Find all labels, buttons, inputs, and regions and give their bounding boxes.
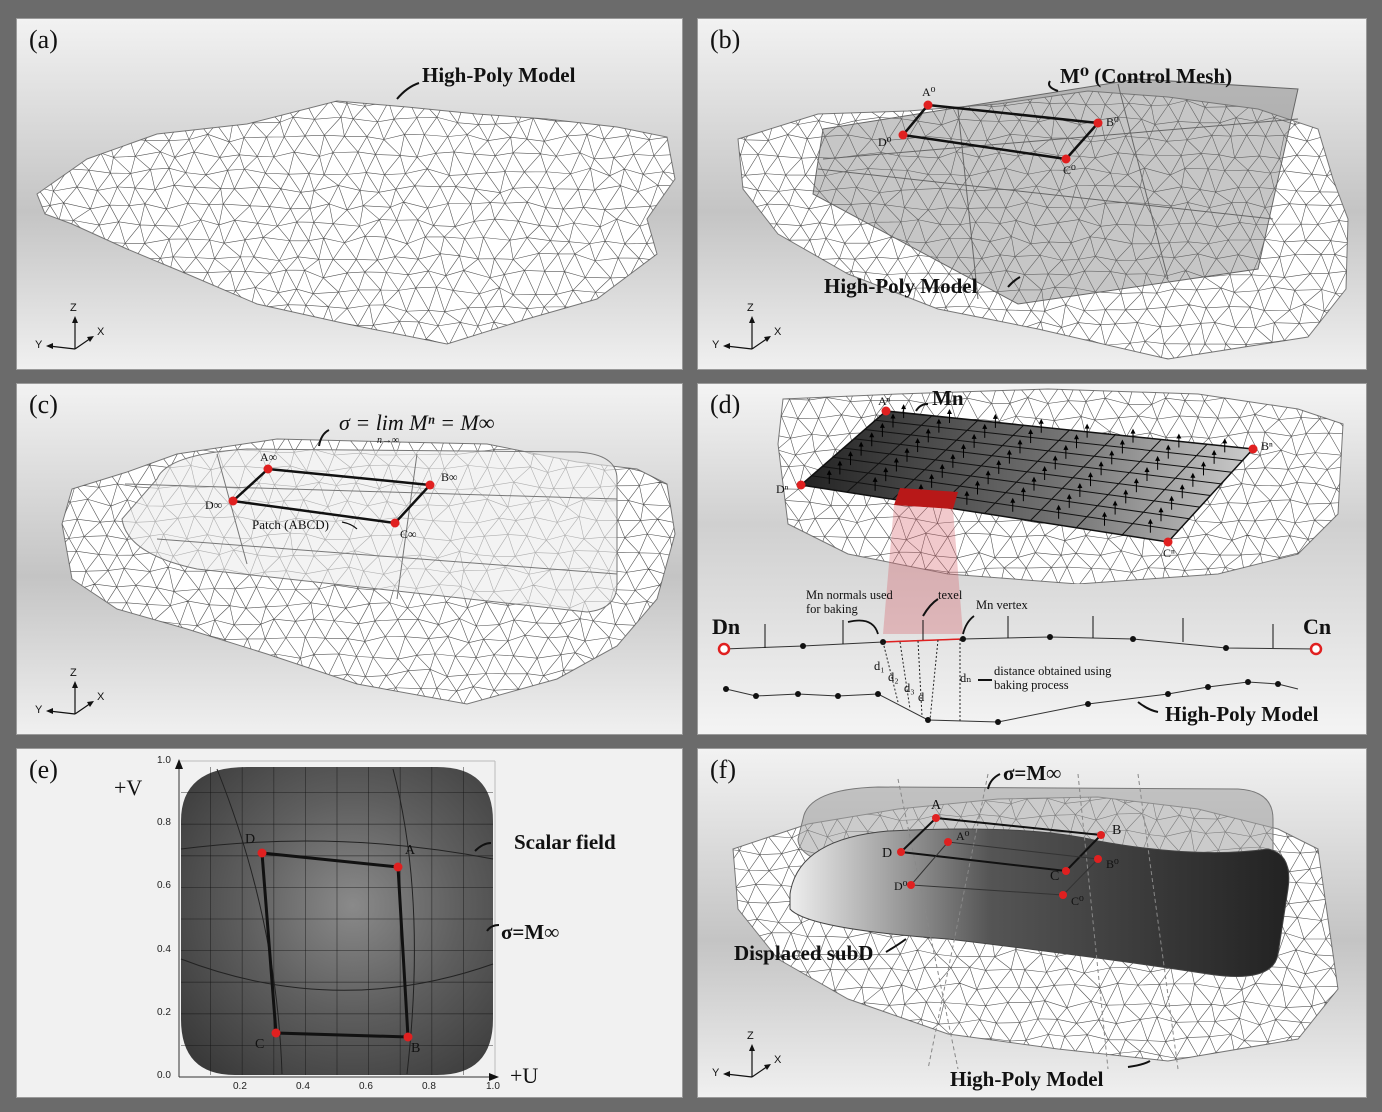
axis-z-label: Z — [747, 302, 754, 314]
uv-plot — [17, 749, 682, 1097]
vertex-c0: C⁰ — [1071, 894, 1084, 909]
vertex-a0: A⁰ — [922, 85, 935, 100]
panel-label: (d) — [710, 390, 740, 420]
axis-x-label: X — [97, 691, 104, 703]
x-tick-0-8: 0.8 — [422, 1081, 436, 1092]
vertex-b0: B⁰ — [1106, 115, 1119, 130]
axis-y-label: Y — [35, 339, 42, 351]
y-tick-0-6: 0.6 — [157, 880, 171, 891]
axis-gizmo: Z Y X — [712, 1032, 812, 1082]
panel-label: (b) — [710, 25, 740, 55]
sigma-label: σ=M∞ — [501, 920, 559, 945]
y-tick-1-0: 1.0 — [157, 755, 171, 766]
patch-label: Patch (ABCD) — [252, 518, 329, 532]
vertex-c-inf: C∞ — [400, 527, 417, 542]
texel-label: texel — [938, 588, 962, 602]
vertex-a: A — [405, 843, 415, 859]
high-poly-label: High-Poly Model — [824, 274, 977, 299]
vertex-c: C — [1050, 869, 1059, 885]
panel-d: Aⁿ Bⁿ Cⁿ Dⁿ (d) Mn Dn Cn Mn normals used… — [697, 383, 1367, 735]
high-poly-label: High-Poly Model — [1165, 702, 1318, 727]
vertex-d: D — [882, 846, 892, 862]
axis-x-label: X — [97, 326, 104, 338]
panel-e: (e) +V +U Scalar field σ=M∞ A B C D 1.0 … — [16, 748, 683, 1098]
panel-c: A∞ B∞ C∞ D∞ Patch (ABCD) (c) σ = lim Mⁿ … — [16, 383, 683, 735]
panel-label: (f) — [710, 755, 736, 785]
vertex-a0: A⁰ — [956, 829, 969, 844]
high-poly-label: High-Poly Model — [422, 63, 575, 88]
limit-subscript: n→∞ — [377, 434, 399, 448]
vertex-cn: Cⁿ — [1163, 546, 1175, 561]
y-tick-0-4: 0.4 — [157, 944, 171, 955]
vertex-a-inf: A∞ — [260, 450, 277, 465]
control-mesh-label: M⁰ (Control Mesh) — [1060, 63, 1232, 89]
axis-gizmo: Z Y X — [712, 304, 812, 354]
vertex-d: D — [245, 832, 255, 848]
displaced-subd-label: Displaced subD — [734, 941, 873, 966]
axis-x-label: X — [774, 1054, 781, 1066]
vertex-b: B — [411, 1041, 420, 1057]
mn-label: Mn — [932, 386, 964, 411]
v-axis-label: +V — [114, 775, 142, 801]
axis-x-label: X — [774, 326, 781, 338]
axis-y-label: Y — [712, 339, 719, 351]
panel-label: (e) — [29, 755, 58, 785]
vertex-bn: Bⁿ — [1261, 439, 1273, 454]
x-tick-0-2: 0.2 — [233, 1081, 247, 1092]
panel-b: A⁰ B⁰ C⁰ D⁰ (b) M⁰ (Control Mesh) High-P… — [697, 18, 1367, 370]
axis-z-label: Z — [70, 302, 77, 314]
limit-formula: σ = lim Mⁿ = M∞ — [339, 410, 494, 436]
cn-label: Cn — [1303, 614, 1331, 640]
axis-z-label: Z — [747, 1030, 754, 1042]
x-tick-1-0: 1.0 — [486, 1081, 500, 1092]
high-poly-label: High-Poly Model — [950, 1067, 1103, 1092]
axis-gizmo: Z Y X — [35, 304, 135, 354]
distance-note: distance obtained using baking process — [994, 664, 1144, 692]
dn-distance-label: dₙ — [960, 671, 972, 685]
vertex-d0: D⁰ — [878, 135, 891, 150]
vertex-b0: B⁰ — [1106, 857, 1119, 872]
mn-vertex-label: Mn vertex — [976, 598, 1028, 612]
panel-f: A B C D A⁰ B⁰ C⁰ D⁰ (f) σ=M∞ Displaced s… — [697, 748, 1367, 1098]
vertex-d-inf: D∞ — [205, 498, 222, 513]
vertex-a: A — [931, 798, 941, 814]
y-tick-0-8: 0.8 — [157, 817, 171, 828]
d1-label: d₁ — [874, 659, 885, 673]
vertex-c0: C⁰ — [1063, 163, 1076, 178]
d2-label: d₂ — [888, 670, 899, 684]
dn-label: Dn — [712, 614, 740, 640]
y-tick-0-0: 0.0 — [157, 1070, 171, 1081]
d-label: d — [918, 690, 924, 704]
x-tick-0-6: 0.6 — [359, 1081, 373, 1092]
d3-label: d₃ — [904, 681, 915, 695]
normals-used-label: Mn normals used for baking — [806, 588, 901, 616]
axis-gizmo: Z Y X — [35, 669, 135, 719]
x-tick-0-4: 0.4 — [296, 1081, 310, 1092]
panel-label: (c) — [29, 390, 58, 420]
y-tick-0-2: 0.2 — [157, 1007, 171, 1018]
vertex-d0: D⁰ — [894, 879, 907, 894]
axis-y-label: Y — [712, 1067, 719, 1079]
vertex-an: Aⁿ — [878, 394, 890, 409]
axis-z-label: Z — [70, 667, 77, 679]
vertex-c: C — [255, 1037, 264, 1053]
scalar-field-label: Scalar field — [514, 830, 616, 855]
vertex-b: B — [1112, 823, 1121, 839]
sigma-label: σ=M∞ — [1003, 761, 1061, 786]
axis-y-label: Y — [35, 704, 42, 716]
u-axis-label: +U — [510, 1063, 538, 1089]
vertex-dn: Dⁿ — [776, 482, 788, 497]
vertex-b-inf: B∞ — [441, 470, 458, 485]
